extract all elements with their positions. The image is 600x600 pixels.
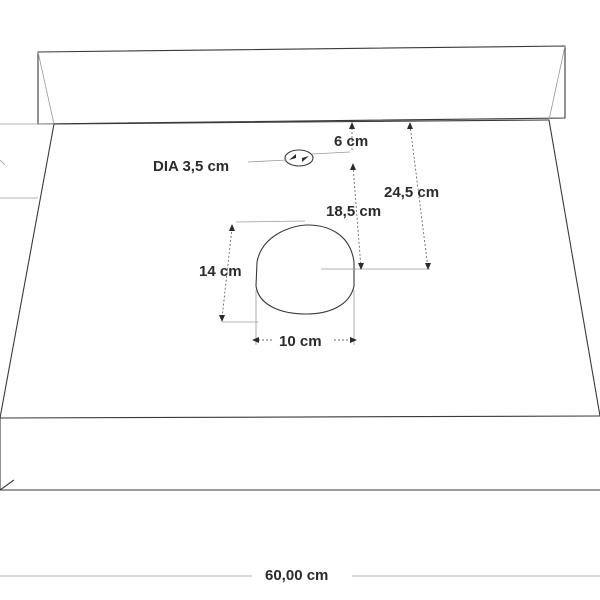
backsplash	[37, 45, 566, 125]
tap-hole	[247, 149, 351, 167]
countertop-surface	[0, 119, 600, 419]
label-tap-hole-diameter: DIA 3,5 cm	[153, 158, 229, 175]
left-side-edges	[0, 123, 54, 199]
dim-14cm	[219, 224, 235, 322]
label-18-5cm: 18,5 cm	[326, 203, 381, 220]
label-24-5cm: 24,5 cm	[384, 184, 439, 201]
label-total-width: 60,00 cm	[265, 567, 328, 584]
countertop-front-face	[0, 418, 600, 491]
label-6cm: 6 cm	[334, 133, 368, 150]
dim-24-5cm	[407, 122, 431, 270]
dim-18-5cm	[350, 163, 364, 270]
dim-10cm	[252, 290, 357, 345]
dim-6cm	[349, 122, 355, 150]
label-10cm: 10 cm	[279, 333, 322, 350]
label-14cm: 14 cm	[199, 263, 242, 280]
sink-cutout	[222, 220, 430, 323]
